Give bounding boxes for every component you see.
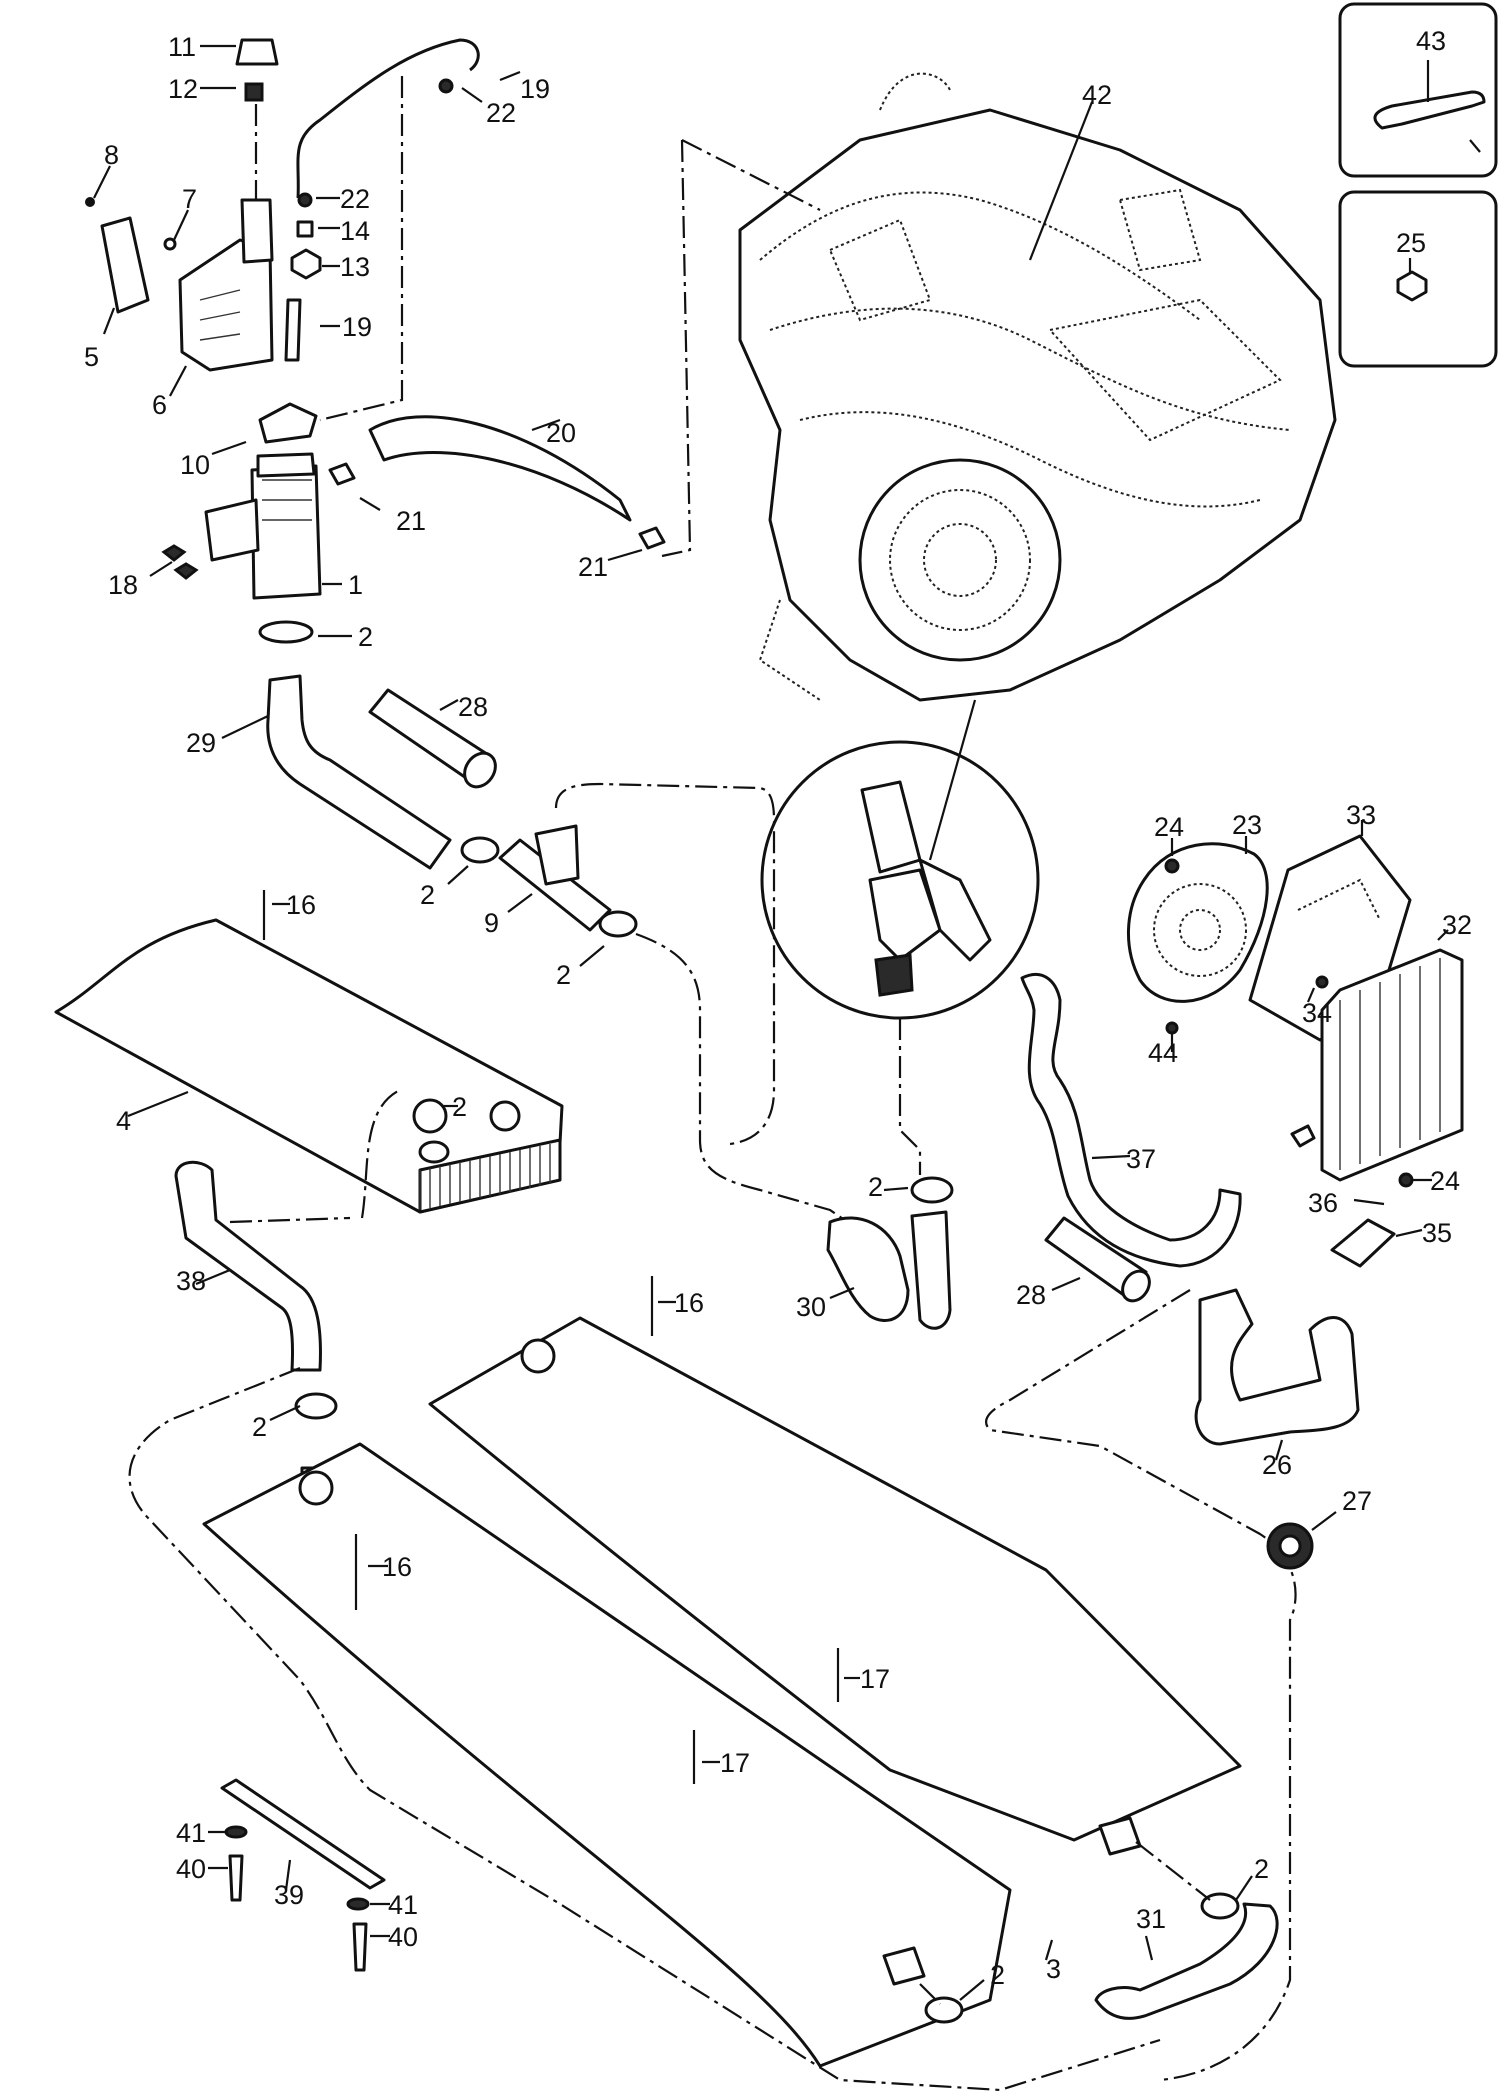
callout-34: 34 xyxy=(1302,998,1332,1028)
inset-25 xyxy=(1338,190,1498,368)
callout-16a: 16 xyxy=(286,890,316,920)
callout-28a: 28 xyxy=(458,692,488,722)
callout-2f: 2 xyxy=(868,1172,883,1202)
callout-2c: 2 xyxy=(556,960,571,990)
callout-41a: 41 xyxy=(176,1818,206,1848)
cooler-lower xyxy=(202,1442,1012,2068)
callout-21a: 21 xyxy=(396,506,426,536)
callout-40a: 40 xyxy=(176,1854,206,1884)
callout-3: 3 xyxy=(1046,1954,1061,1984)
heat-exchanger-32 xyxy=(1320,948,1464,1182)
strap-5 xyxy=(100,216,150,335)
callout-16c: 16 xyxy=(382,1552,412,1582)
callout-9: 9 xyxy=(484,908,499,938)
callout-6: 6 xyxy=(152,390,167,420)
callout-11: 11 xyxy=(168,32,196,62)
bracket-39 xyxy=(220,1778,386,1890)
callout-14: 14 xyxy=(340,216,370,246)
callout-4: 4 xyxy=(116,1106,131,1136)
engine-assembly xyxy=(738,72,1337,702)
callout-39: 39 xyxy=(274,1880,304,1910)
hose-38 xyxy=(174,1160,322,1372)
callout-1: 1 xyxy=(348,570,363,600)
callout-43: 43 xyxy=(1416,26,1446,56)
callout-22b: 22 xyxy=(340,184,370,214)
hose-37 xyxy=(1020,972,1242,1268)
tee-9 xyxy=(498,824,612,932)
callout-44: 44 xyxy=(1148,1038,1178,1068)
callout-29: 29 xyxy=(186,728,216,758)
gear-27 xyxy=(1266,1522,1314,1570)
callout-35: 35 xyxy=(1422,1218,1452,1248)
housing-1 xyxy=(204,452,322,600)
callout-23: 23 xyxy=(1232,810,1262,840)
callout-12: 12 xyxy=(168,74,198,104)
callout-8: 8 xyxy=(104,140,119,170)
callout-13: 13 xyxy=(340,252,370,282)
cooler-upper xyxy=(428,1316,1242,1842)
callout-26: 26 xyxy=(1262,1450,1292,1480)
callout-24b: 24 xyxy=(1430,1166,1460,1196)
seal-12 xyxy=(200,82,264,102)
callout-17a: 17 xyxy=(860,1664,890,1694)
callout-38: 38 xyxy=(176,1266,206,1296)
callout-42: 42 xyxy=(1082,80,1112,110)
callout-31: 31 xyxy=(1136,1904,1166,1934)
callout-19b: 19 xyxy=(342,312,372,342)
callout-2e: 2 xyxy=(252,1412,267,1442)
hose-31 xyxy=(1094,1902,1279,2020)
callout-19a: 19 xyxy=(520,74,550,104)
callout-40b: 40 xyxy=(388,1922,418,1952)
hose-26 xyxy=(1194,1288,1360,1446)
thermostat-detail xyxy=(760,699,1040,1020)
callout-2d: 2 xyxy=(452,1092,467,1122)
fan-23 xyxy=(1126,842,1269,1003)
expansion-tank-6 xyxy=(178,198,274,372)
hose-28b xyxy=(1044,1216,1151,1303)
callout-16b: 16 xyxy=(674,1288,704,1318)
callout-25: 25 xyxy=(1396,228,1426,258)
callout-20: 20 xyxy=(546,418,576,448)
callout-24a: 24 xyxy=(1154,812,1184,842)
callout-2h: 2 xyxy=(990,1960,1005,1990)
callout-7: 7 xyxy=(182,184,197,214)
radiator-panel-4 xyxy=(54,918,564,1214)
callout-10: 10 xyxy=(180,450,210,480)
callout-30: 30 xyxy=(796,1292,826,1322)
hose-28a xyxy=(368,688,497,789)
callout-18: 18 xyxy=(108,570,138,600)
callout-28b: 28 xyxy=(1016,1280,1046,1310)
callout-33: 33 xyxy=(1346,800,1376,830)
hose-29 xyxy=(266,674,452,870)
callout-2b: 2 xyxy=(420,880,435,910)
callout-21b: 21 xyxy=(578,552,608,582)
cap-11 xyxy=(200,38,279,66)
callout-17b: 17 xyxy=(720,1748,750,1778)
callout-2a: 2 xyxy=(358,622,373,652)
callout-5: 5 xyxy=(84,342,99,372)
callout-36: 36 xyxy=(1308,1188,1338,1218)
callout-32: 32 xyxy=(1442,910,1472,940)
callout-37: 37 xyxy=(1126,1144,1156,1174)
callout-27: 27 xyxy=(1342,1486,1372,1516)
hose-30 xyxy=(826,1176,954,1330)
callout-41b: 41 xyxy=(388,1890,418,1920)
callout-22a: 22 xyxy=(486,98,516,128)
inset-43 xyxy=(1338,2,1498,178)
callout-2g: 2 xyxy=(1254,1854,1269,1884)
